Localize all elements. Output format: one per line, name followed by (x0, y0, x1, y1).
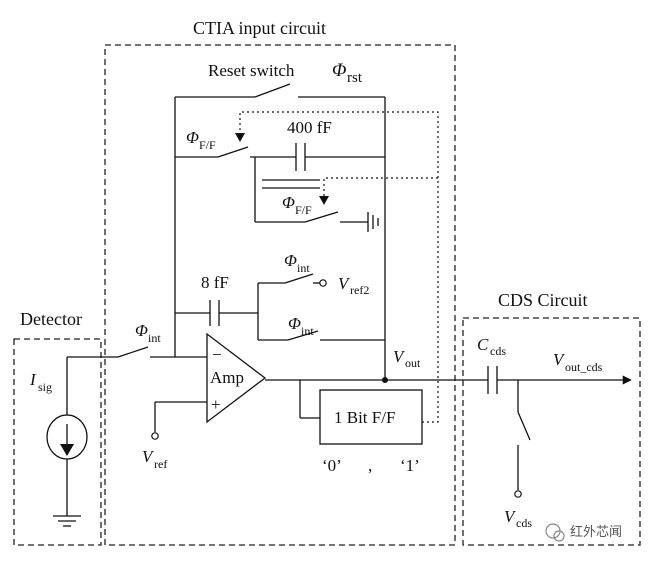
vref-terminal (151, 432, 159, 440)
ff-bit1: ‘1’ (400, 456, 420, 475)
vref-label: V (142, 447, 155, 466)
vref2-sub: ref2 (350, 283, 369, 297)
vcds-label: V (504, 507, 517, 526)
ff2-switch (304, 211, 339, 223)
ff-comma: , (368, 456, 372, 475)
wechat-icon-inner (553, 530, 565, 542)
amp-triangle (206, 332, 267, 424)
ctia-boundary (104, 44, 456, 546)
int2-switch (287, 330, 319, 341)
phi-int-det: Φ (135, 321, 148, 340)
cds-boundary (462, 317, 641, 546)
reset-switch (254, 83, 291, 98)
isig-label: I (29, 370, 37, 389)
watermark: 红外芯闻 (545, 523, 622, 542)
detector-title: Detector (20, 309, 82, 329)
phi-int-ref2-sub: int (297, 261, 310, 275)
phi-int-det-sub: int (148, 331, 161, 345)
cap-400-label: 400 fF (287, 118, 332, 137)
watermark-text: 红外芯闻 (570, 524, 622, 540)
ff-arrow-1 (235, 133, 245, 142)
vout-cds-sub: out_cds (565, 360, 603, 374)
cds-switch (517, 411, 531, 441)
vout-cds-label: V (553, 350, 566, 369)
amp-plus: + (211, 395, 221, 414)
detector-boundary (13, 338, 102, 546)
phi-ff-1: Φ (186, 128, 199, 147)
ff-label: 1 Bit F/F (334, 408, 395, 427)
phi-int-ref2: Φ (284, 251, 297, 270)
amp-label: Amp (210, 368, 244, 387)
isig-arrow-head (60, 444, 74, 456)
ccds-sub: cds (490, 344, 506, 358)
vref2-label: V (338, 274, 351, 293)
reset-phi-sub: rst (347, 70, 363, 86)
vref2-terminal (319, 279, 327, 287)
ff-arrow-2 (319, 196, 329, 205)
vout-node (382, 377, 388, 383)
isig-sub: sig (38, 380, 52, 394)
vcds-terminal (514, 490, 522, 498)
ff-bit0: ‘0’ (322, 456, 342, 475)
phi-ff-2: Φ (282, 193, 295, 212)
vref2-switch (284, 273, 314, 284)
vref-sub: ref (154, 457, 167, 471)
ccds-label: C (477, 335, 489, 354)
vout-sub: out (405, 356, 421, 370)
cds-title: CDS Circuit (498, 290, 588, 310)
cap-8-label: 8 fF (201, 273, 229, 292)
ff-feedback-dotted-2 (323, 177, 438, 197)
phi-ff-2-sub: F/F (295, 203, 312, 217)
det-switch (117, 346, 149, 358)
flipflop-box (319, 389, 423, 445)
ff-switch (217, 146, 249, 158)
reset-label: Reset switch (208, 61, 295, 80)
amp-minus: − (212, 345, 222, 364)
reset-phi: Φ (332, 60, 346, 81)
vcds-sub: cds (516, 516, 532, 530)
phi-int-2: Φ (288, 314, 301, 333)
phi-int-2-sub: int (301, 324, 314, 338)
ff-feedback-dotted-1 (239, 111, 439, 423)
ctia-title: CTIA input circuit (193, 18, 326, 38)
phi-ff-1-sub: F/F (199, 138, 216, 152)
vout-label: V (393, 347, 406, 366)
